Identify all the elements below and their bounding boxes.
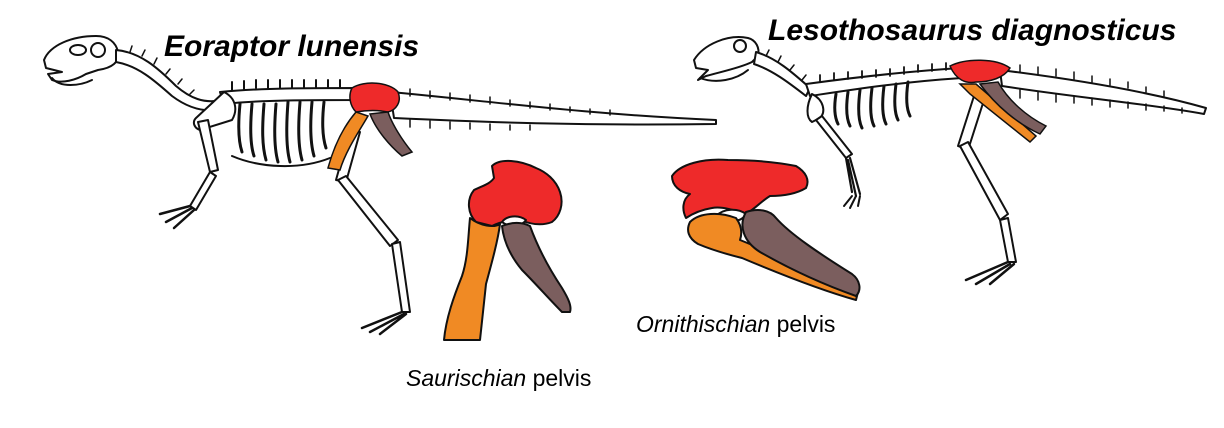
ornithischian-label-rest: pelvis	[770, 311, 835, 337]
lesothosaurus-leg	[957, 95, 1017, 286]
lesothosaurus-ribs	[833, 80, 912, 130]
eoraptor-spine	[219, 87, 361, 105]
eoraptor-tail	[389, 91, 717, 126]
lesothosaurus-neck	[753, 51, 811, 97]
eoraptor-ilium	[349, 82, 400, 113]
eoraptor-pubis	[327, 111, 370, 171]
ornithischian-label-italic: Ornithischian	[636, 311, 770, 337]
lesothosaurus-skeleton	[693, 36, 1207, 286]
lesothosaurus-label: Lesothosaurus diagnosticus	[768, 14, 1176, 47]
eoraptor-skull	[43, 35, 120, 86]
eoraptor-leg	[335, 129, 411, 336]
saurischian-ischium	[501, 222, 572, 313]
ornithischian-pelvis-diagram	[671, 158, 861, 301]
saurischian-label-rest: pelvis	[526, 365, 591, 391]
ornithischian-ischium	[741, 209, 861, 297]
ornithischian-ilium	[671, 158, 809, 219]
eoraptor-label: Eoraptor lunensis	[164, 30, 419, 63]
saurischian-pubis	[443, 217, 501, 341]
eoraptor-ribs	[237, 100, 328, 164]
lesothosaurus-ischium	[978, 81, 1048, 135]
lesothosaurus-pelvis	[949, 59, 1048, 144]
saurischian-pelvis-label: Saurischian pelvis	[406, 365, 591, 391]
eoraptor-arm	[158, 91, 237, 230]
lesothosaurus-pubis	[958, 83, 1038, 144]
lesothosaurus-ilium	[949, 59, 1012, 84]
lesothosaurus-skull	[693, 36, 760, 82]
lesothosaurus-tail	[999, 69, 1207, 115]
eoraptor-ischium	[368, 111, 414, 157]
eoraptor-pelvis	[327, 82, 414, 171]
lesothosaurus-arm	[806, 93, 862, 209]
eoraptor-skeleton	[43, 35, 717, 336]
saurischian-label-italic: Saurischian	[406, 365, 526, 391]
ornithischian-pelvis-label: Ornithischian pelvis	[636, 311, 835, 337]
saurischian-pelvis-diagram	[443, 160, 572, 341]
saurischian-ilium	[468, 160, 563, 227]
